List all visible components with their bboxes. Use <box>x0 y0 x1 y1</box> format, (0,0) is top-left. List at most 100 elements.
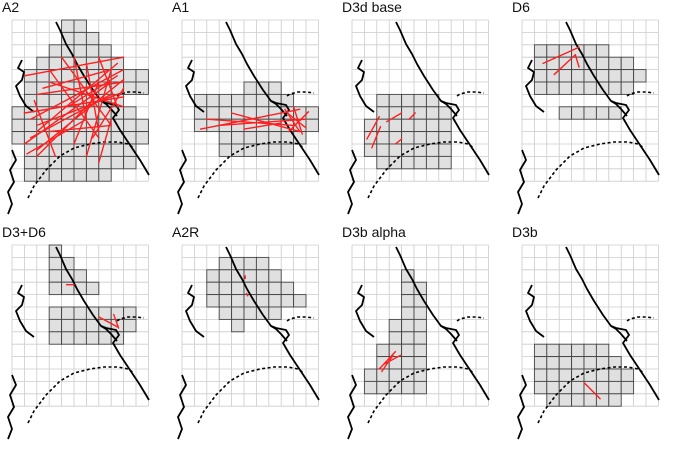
boundary-dashed <box>197 366 305 424</box>
shaded-cell <box>413 155 427 170</box>
shaded-cell <box>110 306 125 320</box>
coastline <box>440 100 490 176</box>
shaded-cell <box>231 131 245 145</box>
shaded-cell <box>388 155 403 170</box>
shaded-cell <box>388 143 403 157</box>
panel-map <box>347 244 490 440</box>
panel-map <box>177 244 320 440</box>
shaded-cell <box>546 81 560 95</box>
shaded-cell <box>85 155 100 170</box>
shaded-cell <box>123 106 137 120</box>
boundary-dashed <box>626 316 655 322</box>
shaded-cell <box>533 81 548 95</box>
shaded-cell <box>218 106 233 120</box>
shaded-cell <box>231 294 245 308</box>
coastline <box>517 149 527 215</box>
track-segment <box>29 93 112 139</box>
shaded-cell <box>48 256 63 271</box>
shaded-cell <box>558 81 573 95</box>
shaded-cell <box>48 281 63 296</box>
track-segment <box>33 99 57 158</box>
boundary-dashed <box>456 91 485 97</box>
shaded-cell <box>388 331 403 345</box>
coastline <box>225 246 288 342</box>
panel-map <box>177 19 320 215</box>
shaded-cell <box>401 331 415 345</box>
coastline <box>185 59 205 113</box>
track-segment <box>112 313 120 329</box>
shaded-cell <box>413 368 427 382</box>
shaded-cell <box>583 44 597 58</box>
shaded-cell <box>401 118 415 133</box>
shaded-cell <box>533 56 548 71</box>
shaded-cell <box>376 380 390 395</box>
shaded-cell <box>425 131 440 145</box>
shaded-cell <box>583 81 597 95</box>
shaded-cell <box>571 343 585 358</box>
coastline <box>347 374 357 440</box>
shaded-cell <box>48 155 63 170</box>
panel-title: D3d base <box>342 0 402 15</box>
shaded-cell <box>595 44 610 58</box>
shaded-cell <box>11 106 25 120</box>
coastline <box>7 149 17 215</box>
shaded-cell <box>546 343 560 358</box>
coastline <box>185 284 205 338</box>
shaded-cell <box>413 331 427 345</box>
shaded-cell <box>376 143 390 157</box>
shaded-cell <box>85 281 100 296</box>
shaded-cell <box>73 19 87 33</box>
shaded-cell <box>608 393 622 407</box>
boundary-dashed <box>27 141 135 199</box>
shaded-cell <box>413 380 427 395</box>
shaded-cell <box>243 81 257 95</box>
map-panel: D6 <box>510 0 680 225</box>
shaded-cell <box>595 380 610 395</box>
shaded-cell <box>388 118 403 133</box>
shaded-cell <box>85 331 100 345</box>
shaded-cell <box>401 93 415 108</box>
shaded-cell <box>23 118 38 133</box>
shaded-cell <box>608 368 622 382</box>
shaded-cell <box>633 69 647 83</box>
shaded-cell <box>243 143 257 157</box>
shaded-cell <box>546 380 560 395</box>
shaded-cell <box>73 44 87 58</box>
track-segment <box>542 46 580 65</box>
shaded-cell <box>546 356 560 370</box>
track-segment <box>230 112 301 133</box>
shaded-cell <box>388 318 403 333</box>
shaded-cell <box>571 81 585 95</box>
coastline <box>100 100 150 176</box>
shaded-cell <box>243 118 257 133</box>
shaded-cell <box>243 256 257 271</box>
shaded-cell <box>533 356 548 370</box>
coastline <box>355 59 375 113</box>
coastline <box>355 284 375 338</box>
shaded-cell <box>608 106 622 120</box>
coastline <box>610 100 660 176</box>
shaded-cell <box>438 143 452 157</box>
panel-map <box>7 244 150 440</box>
shaded-cell <box>438 155 452 170</box>
shaded-cell <box>558 69 573 83</box>
shaded-cell <box>401 281 415 296</box>
panel-map <box>347 19 490 215</box>
track-segment <box>85 68 112 158</box>
shaded-cell <box>401 155 415 170</box>
map-panel: A2R <box>170 224 340 450</box>
shaded-cell <box>280 294 295 308</box>
shaded-cell <box>571 69 585 83</box>
track-segment <box>408 112 416 120</box>
shaded-cell <box>401 306 415 320</box>
shaded-cell <box>123 118 137 133</box>
shaded-cell <box>36 155 50 170</box>
shaded-cell <box>231 281 245 296</box>
shaded-cell <box>425 155 440 170</box>
track-segment <box>371 125 382 149</box>
shaded-cell <box>388 380 403 395</box>
boundary-dashed <box>27 366 135 424</box>
shaded-cell <box>73 331 87 345</box>
shaded-cell <box>583 380 597 395</box>
